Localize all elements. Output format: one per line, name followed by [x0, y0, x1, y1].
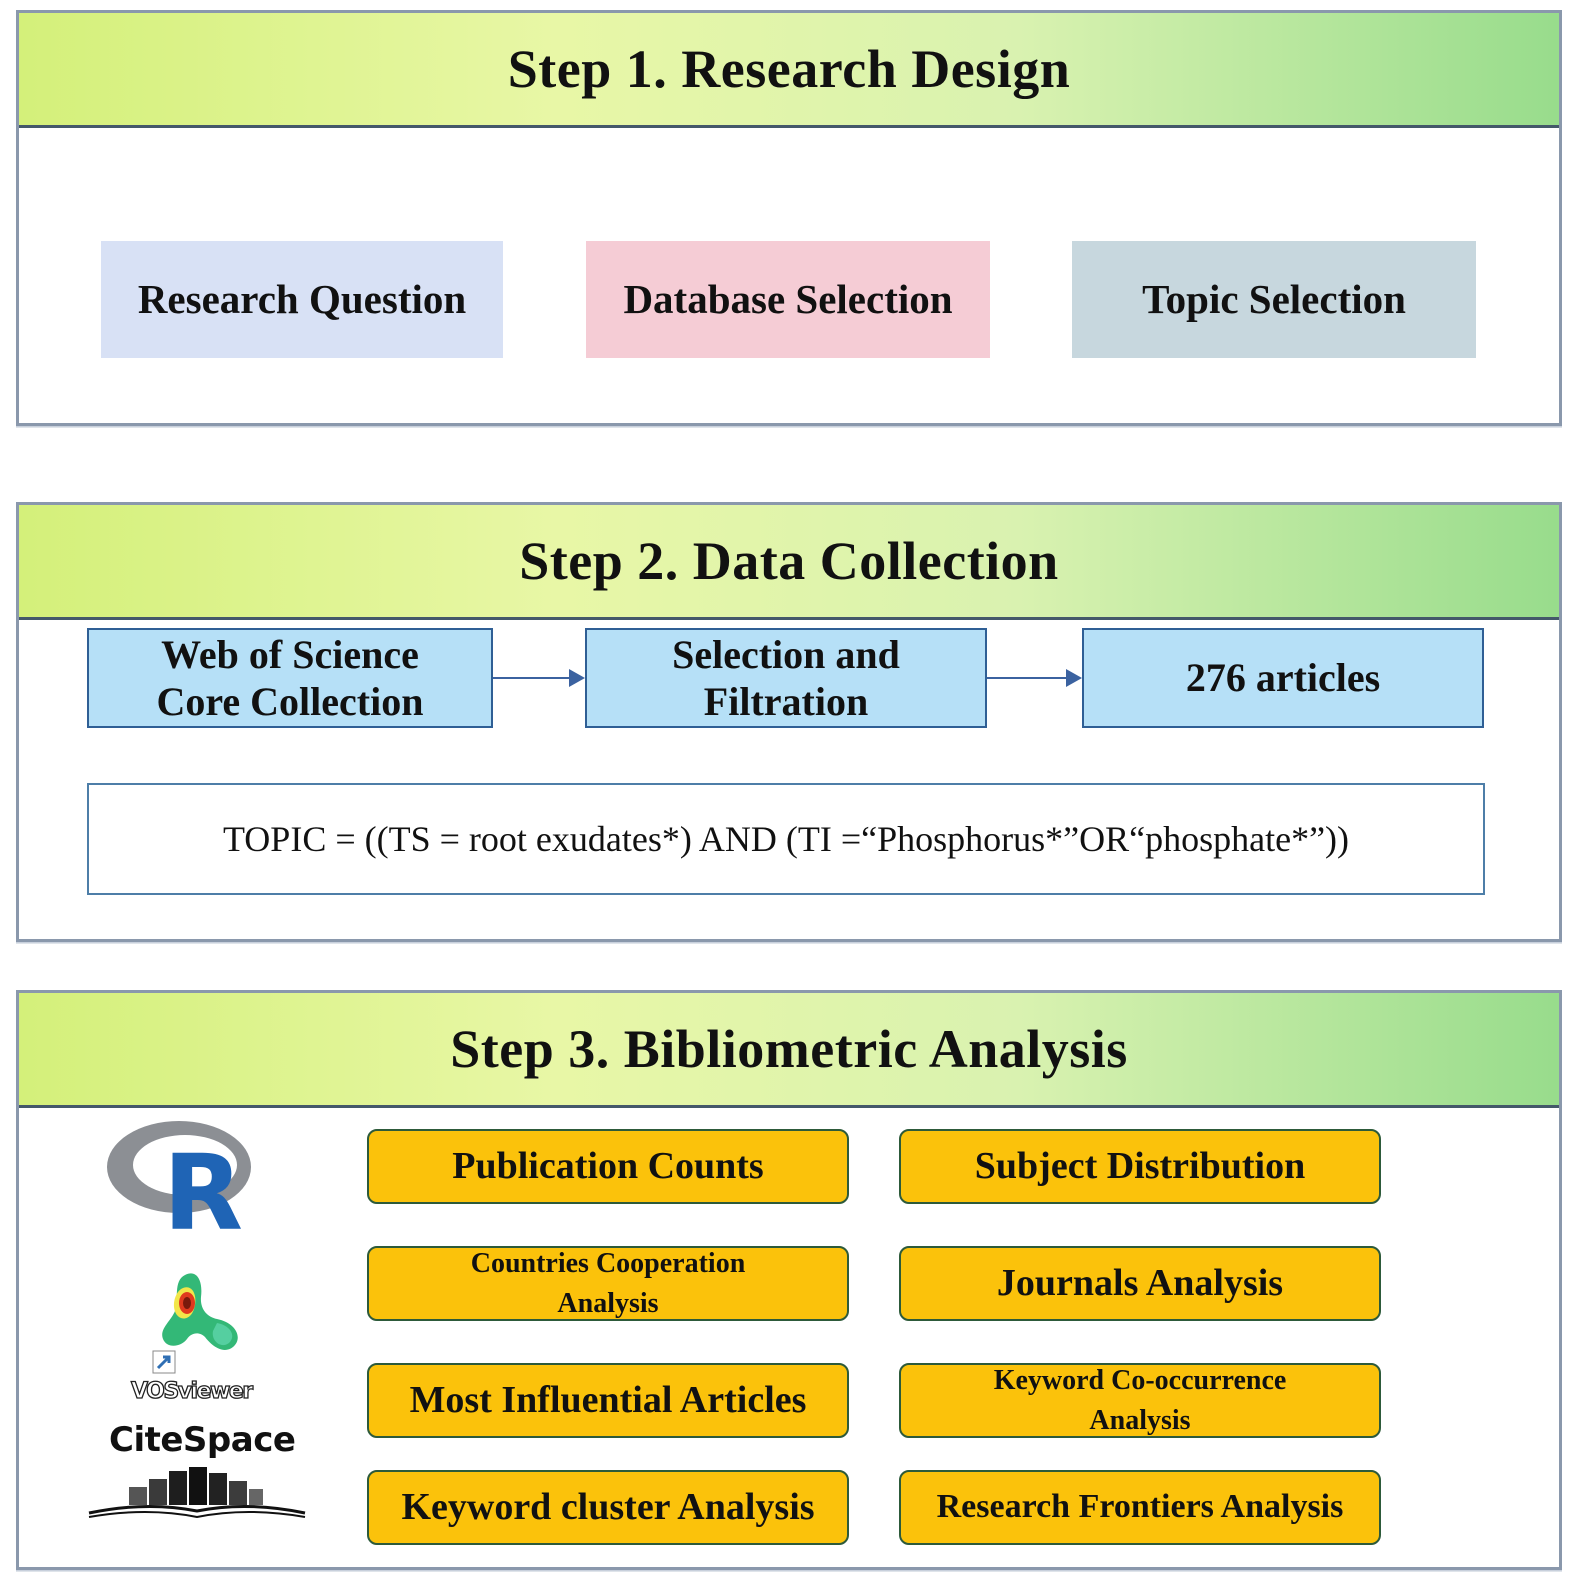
step3-title: Step 3. Bibliometric Analysis	[450, 1019, 1128, 1079]
step3-panel: Step 3. Bibliometric Analysis R VOSviewe…	[16, 990, 1562, 1570]
subject-distribution-box: Subject Distribution	[899, 1129, 1381, 1204]
citespace-logo-icon	[88, 1467, 306, 1519]
research-question-box: Research Question	[101, 241, 503, 358]
publication-counts-box: Publication Counts	[367, 1129, 849, 1204]
flow-arrow-2-head	[1066, 669, 1082, 687]
topic-selection-box: Topic Selection	[1072, 241, 1476, 358]
journals-analysis-text: Journals Analysis	[996, 1262, 1284, 1305]
influential-articles-box: Most Influential Articles	[367, 1363, 849, 1438]
subject-distribution-text: Subject Distribution	[974, 1145, 1306, 1188]
r-logo-letter: R	[163, 1132, 243, 1237]
web-of-science-line2: Core Collection	[156, 679, 424, 724]
search-query-box: TOPIC = ((TS = root exudates*) AND (TI =…	[87, 783, 1485, 895]
step1-title: Step 1. Research Design	[507, 39, 1071, 99]
keyword-cooccurrence-line2: Analysis	[1089, 1404, 1191, 1436]
step2-title: Step 2. Data Collection	[519, 531, 1059, 591]
selection-filtration-box: Selection and Filtration	[585, 628, 987, 728]
research-frontiers-box: Research Frontiers Analysis	[899, 1470, 1381, 1545]
database-selection-box: Database Selection	[586, 241, 990, 358]
step3-header: Step 3. Bibliometric Analysis	[19, 993, 1559, 1108]
articles-count-text: 276 articles	[1185, 655, 1381, 701]
flow-arrow-1	[493, 677, 571, 679]
publication-counts-text: Publication Counts	[452, 1145, 764, 1188]
flow-arrow-1-head	[569, 669, 585, 687]
vosviewer-logo-text: VOSviewer	[130, 1378, 253, 1404]
keyword-cluster-box: Keyword cluster Analysis	[367, 1470, 849, 1545]
vosviewer-logo-icon	[152, 1273, 238, 1374]
keyword-cooccurrence-box: Keyword Co-occurrence Analysis	[899, 1363, 1381, 1438]
countries-cooperation-box: Countries Cooperation Analysis	[367, 1246, 849, 1321]
citespace-logo-text: CiteSpace	[109, 1420, 296, 1460]
step2-panel: Step 2. Data Collection Web of Science C…	[16, 502, 1562, 942]
step2-header: Step 2. Data Collection	[19, 505, 1559, 620]
step1-header: Step 1. Research Design	[19, 13, 1559, 128]
influential-articles-text: Most Influential Articles	[409, 1379, 807, 1422]
selection-filtration-line2: Filtration	[703, 679, 869, 724]
flow-arrow-2	[987, 677, 1067, 679]
countries-cooperation-line1: Countries Cooperation	[470, 1248, 746, 1280]
articles-count-box: 276 articles	[1082, 628, 1484, 728]
keyword-cooccurrence-line1: Keyword Co-occurrence	[993, 1365, 1287, 1397]
search-query-text: TOPIC = ((TS = root exudates*) AND (TI =…	[222, 819, 1350, 859]
countries-cooperation-line2: Analysis	[557, 1287, 659, 1319]
journals-analysis-box: Journals Analysis	[899, 1246, 1381, 1321]
step1-panel: Step 1. Research Design Research Questio…	[16, 10, 1562, 426]
r-logo-icon: R	[107, 1121, 251, 1237]
research-frontiers-text: Research Frontiers Analysis	[936, 1488, 1344, 1526]
web-of-science-line1: Web of Science	[161, 631, 419, 677]
web-of-science-box: Web of Science Core Collection	[87, 628, 493, 728]
selection-filtration-line1: Selection and	[672, 631, 900, 677]
keyword-cluster-text: Keyword cluster Analysis	[401, 1486, 815, 1529]
